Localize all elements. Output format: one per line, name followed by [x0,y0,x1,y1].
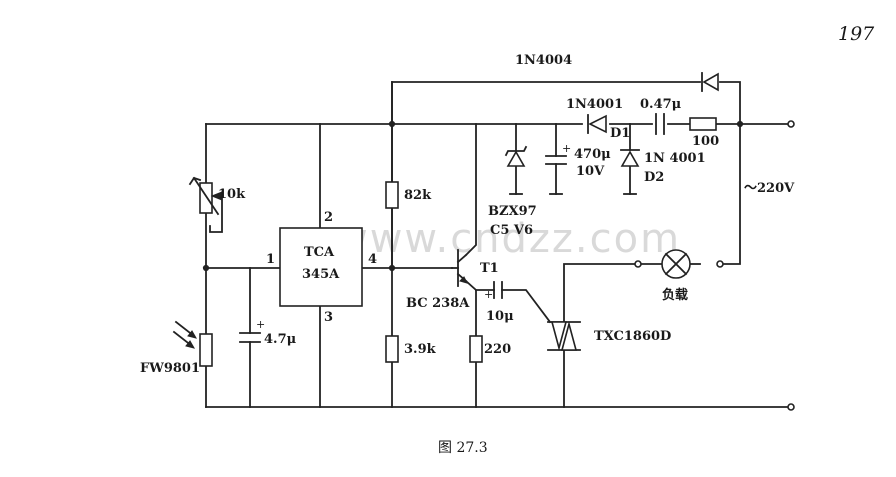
junction-dots [202,120,744,272]
label-d1-ref: D1 [610,126,630,141]
label-load: 负载 [662,287,688,303]
label-cap-timing: 4.7μ [264,332,297,347]
label-1n4004: 1N4004 [515,53,572,68]
label-pin-3: 3 [324,310,333,325]
label-res-220: 220 [484,342,511,357]
label-cap-filter-value: 470μ [574,147,611,162]
photoresistor [172,320,213,367]
triac [547,320,581,352]
resistor-82k [385,181,399,209]
label-mains: ～220V [744,181,795,196]
label-plus-timing: + [256,318,265,331]
label-cap-coupling: 10μ [486,309,514,324]
label-res-100: 100 [692,134,719,149]
capacitor-timing [239,332,261,343]
zener-diode [504,145,528,167]
resistor-100 [689,117,717,131]
label-pin-2: 2 [324,210,333,225]
label-pin-1: 1 [266,252,275,267]
figure-caption: 图 27.3 [438,440,488,456]
terminals [634,120,795,411]
label-plus-coupling: + [484,288,493,301]
label-ldr: FW9801 [140,361,200,376]
label-ic-name: TCA [304,245,335,260]
capacitor-filter [545,155,567,165]
diode-d2 [620,149,640,167]
load-lamp [661,249,691,279]
label-d2-part: 1N 4001 [644,151,706,166]
page-number: 197 [838,23,875,45]
diode-1n4004 [701,72,719,92]
label-plus-filter: + [562,142,571,155]
label-transistor-part: BC 238A [406,296,470,311]
resistor-3-9k [385,335,399,363]
potentiometer-10k [188,176,223,216]
label-d1-part: 1N4001 [566,97,623,112]
label-triac: TXC1860D [594,329,671,344]
label-cap-filter-voltage: 10V [576,164,605,179]
label-zener-value: C5 V6 [490,223,533,238]
label-res-82k: 82k [404,188,432,203]
label-pot: 10k [218,187,246,202]
transistor-t1 [451,249,468,287]
label-zener-part: BZX97 [488,204,537,219]
capacitor-coupling [493,281,503,299]
ic-tca345a [279,227,363,307]
label-d2-ref: D2 [644,170,664,185]
label-pin-4: 4 [368,252,377,267]
label-res-3-9k: 3.9k [404,342,437,357]
label-ic-part: 345A [302,267,340,282]
label-cap-series: 0.47μ [640,97,682,112]
label-transistor-ref: T1 [480,261,499,276]
capacitor-series [655,113,665,135]
resistor-220 [469,335,483,363]
diode-d1 [587,114,607,134]
